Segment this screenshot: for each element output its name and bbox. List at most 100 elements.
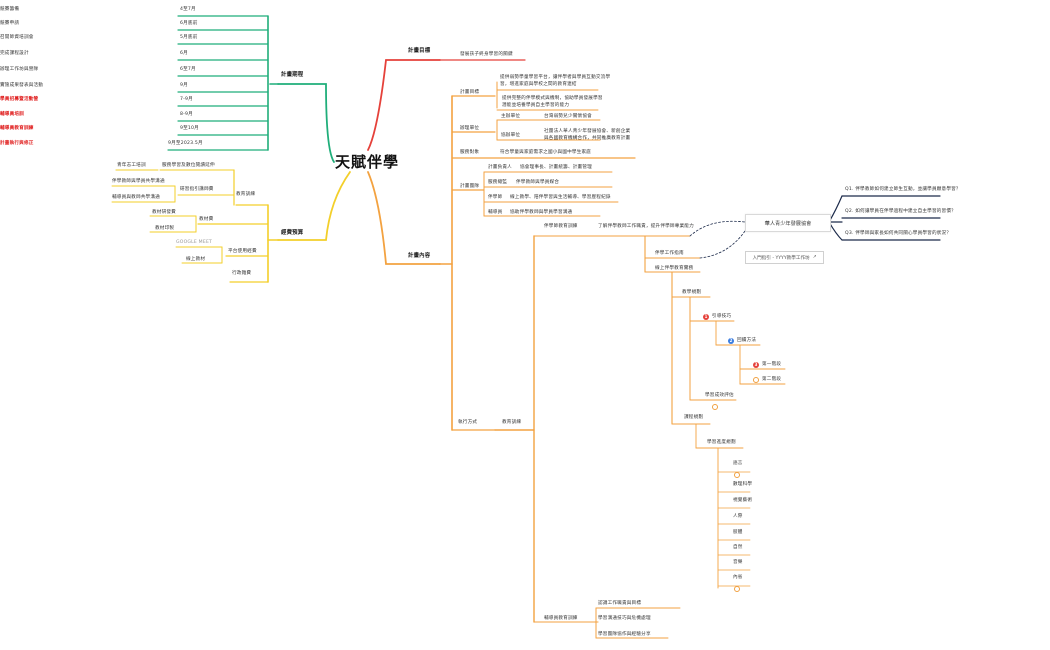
question-1: Q1. 伴學教師如何建立師生互動，並讓學員願意學習？ [845, 187, 961, 192]
ring-icon [734, 586, 740, 592]
platform-tag: GOOGLE MEET [176, 240, 213, 245]
roles-node[interactable]: 計畫團隊 [460, 184, 480, 189]
schedule-item[interactable]: 召開師資培訓會 [0, 35, 34, 40]
role4-value: 協助伴學教師與學員學習溝通 [510, 210, 573, 215]
goal-text2: 提供完整的伴學模式與機制，協助學員發展學習 [502, 96, 603, 101]
schedule-time: 6月 [180, 51, 188, 56]
admin-budget[interactable]: 行政雜費 [232, 271, 252, 276]
training-line2-sub2[interactable]: 輔導員與教師共學溝通 [112, 195, 160, 200]
host-label[interactable]: 主辦單位 [501, 114, 521, 119]
root-node[interactable]: 天賦伴學 [335, 153, 400, 171]
tools-sub1[interactable]: 教材研發費 [152, 210, 176, 215]
connector-line [277, 171, 351, 241]
schedule-item[interactable]: 競賽籌備 [0, 7, 20, 12]
training-line2[interactable]: 研習指引講師費 [180, 187, 214, 192]
schedule-item[interactable]: 學員招募暨活動營 [0, 97, 39, 102]
connector-line [689, 220, 746, 237]
goal-node[interactable]: 計畫目標 [460, 90, 480, 95]
method-training[interactable]: 教育訓練 [502, 420, 522, 425]
feedback-node[interactable]: 回饋方法 [737, 338, 757, 343]
training-line1[interactable]: 服務學習及數位閱讀延伸 [162, 163, 215, 168]
plan-goal-node[interactable]: 計畫目標 [408, 48, 431, 54]
association-box[interactable]: 華人青少年發展協會 [745, 214, 831, 232]
role1[interactable]: 計畫負責人 [488, 165, 512, 170]
schedule-time: 6至7月 [180, 67, 196, 72]
plan-node[interactable]: 課程規劃 [684, 415, 704, 420]
schedule-time: 6月底前 [180, 21, 198, 26]
plan-item[interactable]: 數理科學 [733, 482, 753, 487]
co-value: 社團法人華人青少年發展協會、新創企業 [544, 129, 631, 134]
schedule-item[interactable]: 實施成果發表與活動 [0, 83, 44, 88]
external-link-icon[interactable]: ↗ [812, 255, 817, 260]
bullet-1-icon: 1 [703, 314, 709, 320]
t1-desc: 了解伴學教師工作職責，提升伴學師專業能力 [598, 224, 694, 229]
m2-item2: 學習溝通技巧與危機處理 [598, 616, 651, 621]
platform-sub[interactable]: 線上教材 [186, 257, 206, 262]
link-text: 入門指引 - YYYY教學工作坊 [752, 255, 810, 261]
connector-line [699, 230, 746, 259]
goal-text1b: 習，增進家庭與學校之間的教育連結 [500, 82, 577, 87]
schedule-item[interactable]: 輔導員培訓 [0, 112, 24, 117]
question-3: Q3. 伴學師與家長如何共同關心學員學習的狀況？ [845, 231, 952, 236]
plan-item[interactable]: 人際 [733, 514, 743, 519]
schedule-item[interactable]: 計畫執行與修正 [0, 141, 34, 146]
schedule-time: 4至7月 [180, 7, 196, 12]
tools-sub2[interactable]: 教材印製 [155, 226, 175, 231]
role4[interactable]: 輔導員 [488, 210, 503, 215]
schedule-time: 9月至2023.5月 [168, 141, 203, 146]
guide-node[interactable]: 伴學工作指南 [655, 251, 684, 256]
m2-node[interactable]: 輔導員教育訓練 [544, 616, 578, 621]
platform-budget[interactable]: 平台使用經費 [228, 249, 257, 254]
ring-icon [753, 377, 759, 383]
plan-item[interactable]: 語言 [733, 461, 743, 466]
co-label[interactable]: 協辦單位 [501, 133, 521, 138]
role3-value: 線上教學、陪伴學習與生活輔導、學習歷程紀錄 [510, 195, 611, 200]
host-value: 台灣弱勢兒少關懷協會 [544, 114, 592, 119]
seek-node[interactable]: 線上伴學教育實務 [655, 266, 694, 271]
connector-line [367, 171, 441, 265]
goal-text2b: 潛能並培養學員自主學習的能力 [502, 103, 570, 108]
goal-text1: 提供弱勢學童學習平台，讓伴學者與學員互動交流學 [500, 75, 611, 80]
plan-item[interactable]: 肢體 [733, 530, 743, 535]
method-node[interactable]: 執行方式 [458, 420, 478, 425]
plan-item[interactable]: 自然 [733, 545, 743, 550]
schedule-time: 8-9月 [180, 112, 193, 117]
target-text: 符合學童與家庭需求之國小與國中學生家庭 [500, 150, 592, 155]
schedule-item[interactable]: 辦理工作坊與營隊 [0, 67, 39, 72]
role3[interactable]: 伴學師 [488, 195, 503, 200]
step2-node[interactable]: 第二階段 [762, 377, 782, 382]
schedule-time: 5月底前 [180, 35, 198, 40]
ring-icon [734, 472, 740, 478]
question-2: Q2. 如何讓學員在伴學過程中建立自主學習的習慣？ [845, 209, 956, 214]
link-box[interactable]: 入門指引 - YYYY教學工作坊 ↗ [745, 251, 824, 264]
content-node[interactable]: 計畫內容 [408, 253, 431, 259]
training-line2-sub1[interactable]: 伴學教師與學員共學溝通 [112, 179, 165, 184]
pace-node[interactable]: 學習進度規劃 [707, 440, 736, 445]
lead-node[interactable]: 引導技巧 [712, 314, 732, 319]
units-node[interactable]: 辦理單位 [460, 126, 480, 131]
funding-node[interactable]: 經費預算 [281, 230, 304, 236]
tools-budget[interactable]: 教材費 [199, 217, 214, 222]
connector-line [277, 83, 335, 163]
schedule-item[interactable]: 完成課程設計 [0, 51, 29, 56]
plan-item[interactable]: 音樂 [733, 560, 743, 565]
training-budget[interactable]: 教育訓練 [236, 192, 256, 197]
target-node[interactable]: 服務對象 [460, 150, 480, 155]
step1-node[interactable]: 第一階段 [762, 362, 782, 367]
plan-item[interactable]: 內省 [733, 575, 743, 580]
schedule-item[interactable]: 輔導員教育訓練 [0, 126, 34, 131]
plan-goal-item[interactable]: 發展孩子終身學習的關鍵 [460, 52, 513, 57]
schedule-time: 7-9月 [180, 97, 193, 102]
schedule-node[interactable]: 計畫期程 [281, 72, 304, 78]
t1-node[interactable]: 伴學師教育訓練 [544, 224, 578, 229]
m2-item3: 學習團隊協作與經驗分享 [598, 632, 651, 637]
course-node[interactable]: 教學規劃 [682, 290, 702, 295]
role2-value: 伴學教師與學員媒合 [516, 180, 560, 185]
schedule-item[interactable]: 競賽申請 [0, 21, 20, 26]
training-line1-sub[interactable]: 青年志工培訓 [117, 163, 146, 168]
evaluate-node[interactable]: 學習成效評估 [705, 393, 734, 398]
role2[interactable]: 服務總監 [488, 180, 508, 185]
plan-item[interactable]: 視覺藝術 [733, 498, 753, 503]
